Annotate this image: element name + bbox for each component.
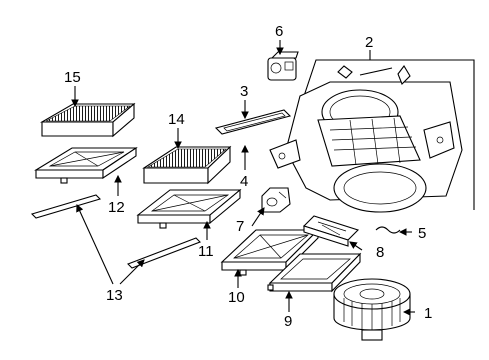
leader-lines (71, 40, 415, 316)
callout-13: 13 (106, 287, 123, 304)
callout-14: 14 (168, 111, 185, 128)
part-9-frame (267, 252, 362, 293)
callout-labels: 1 2 3 4 5 6 7 8 9 10 11 12 13 14 15 (64, 23, 432, 330)
part-11-frame (136, 188, 242, 229)
callout-4: 4 (240, 173, 248, 190)
part-12-frame (34, 146, 138, 184)
part-14-filter (142, 145, 232, 185)
callout-11: 11 (198, 243, 214, 260)
part-10-frame (220, 228, 320, 276)
callout-15: 15 (64, 69, 81, 86)
part-8-resistor (302, 215, 360, 247)
callout-1: 1 (424, 305, 432, 322)
callout-8: 8 (376, 244, 384, 261)
callout-9: 9 (284, 313, 292, 330)
part-3-seal (214, 109, 292, 135)
part-7-actuator (261, 187, 291, 213)
callout-6: 6 (275, 23, 283, 40)
part-6-actuator (267, 51, 299, 81)
part-1-blower-motor (333, 278, 411, 341)
callout-10: 10 (228, 289, 245, 306)
part-15-filter (39, 102, 136, 138)
callout-3: 3 (240, 83, 248, 100)
part-2-case (269, 59, 475, 213)
callout-12: 12 (108, 199, 125, 216)
callout-5: 5 (418, 225, 426, 242)
part-13-seals (30, 194, 201, 269)
callout-2: 2 (365, 34, 373, 51)
part-5-clip (375, 226, 401, 234)
callout-7: 7 (236, 218, 244, 235)
